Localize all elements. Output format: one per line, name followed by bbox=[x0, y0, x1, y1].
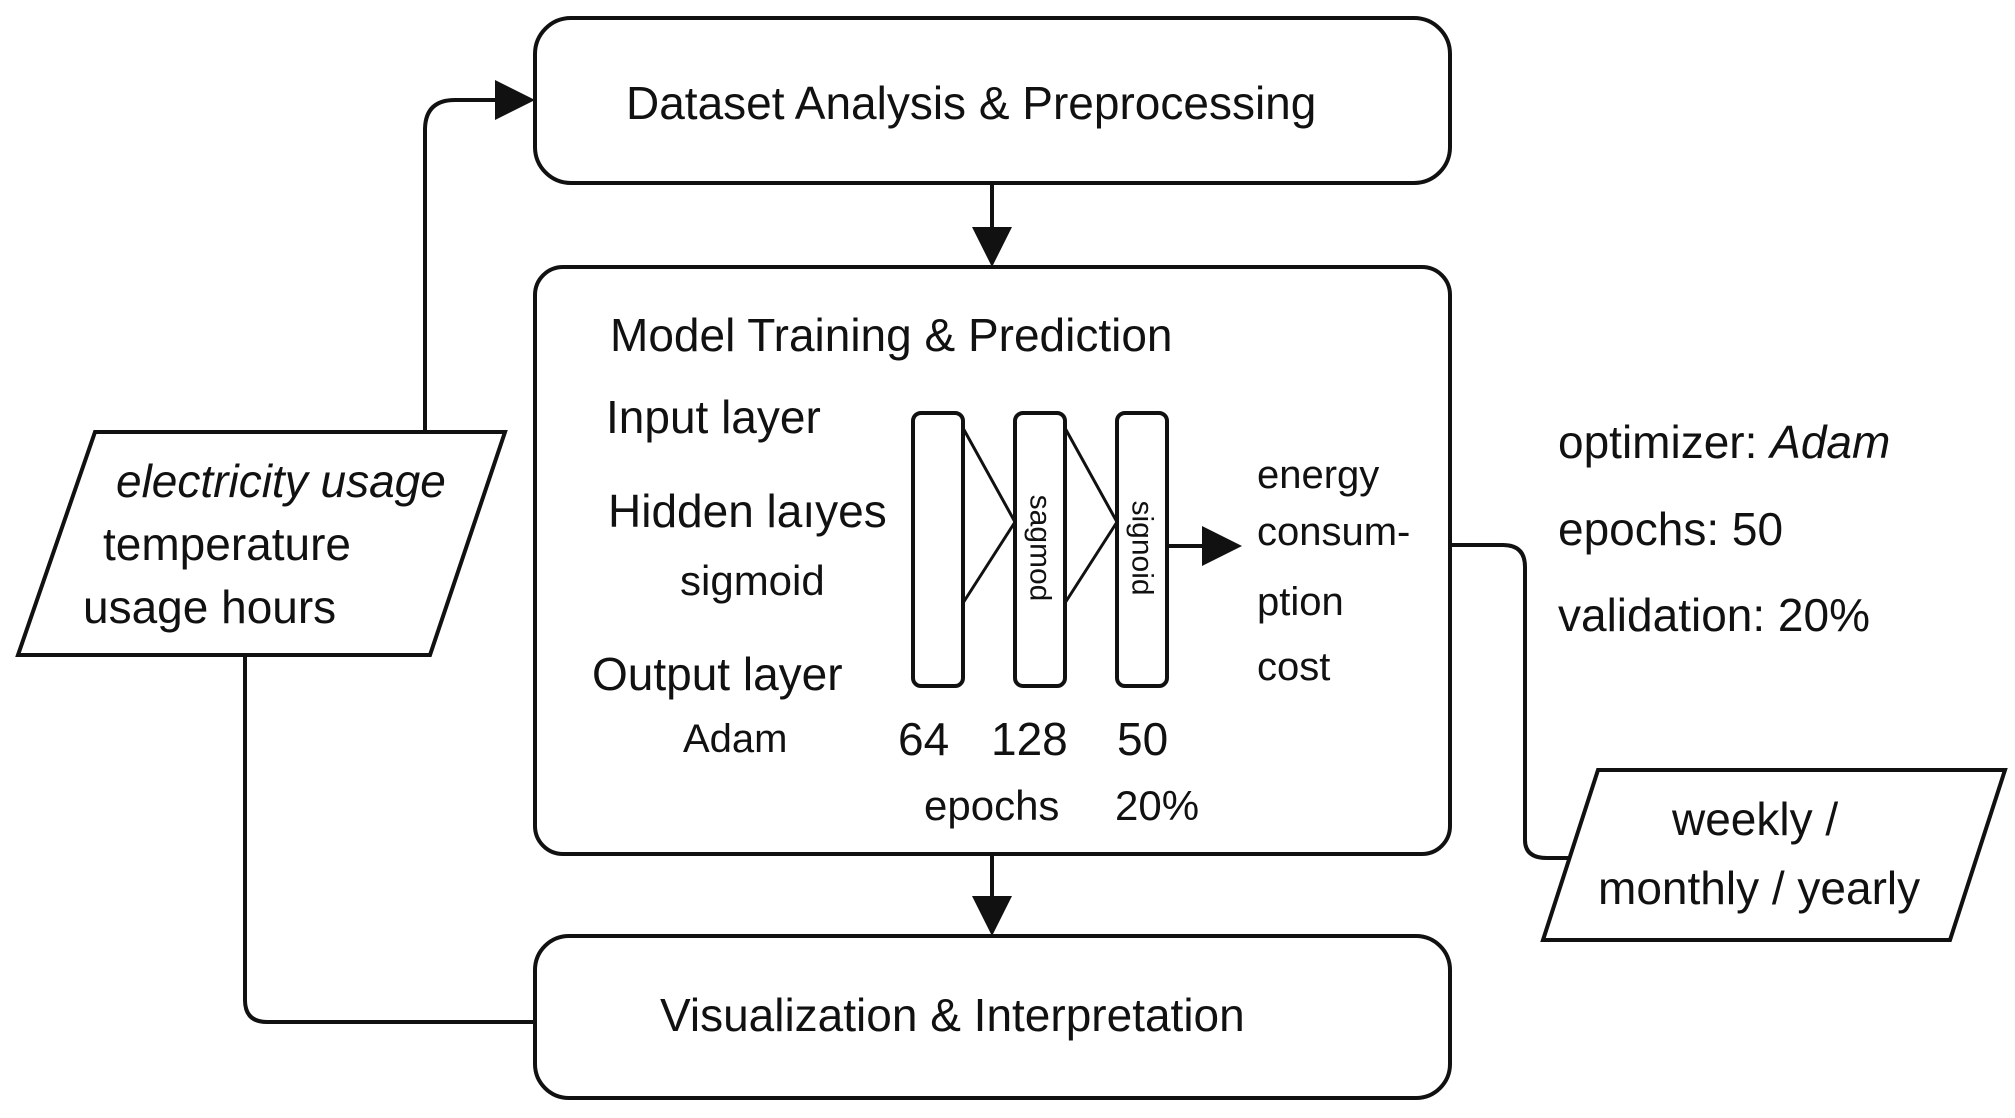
arrow-input-to-preprocess bbox=[423, 80, 535, 432]
connector-input-to-visualize bbox=[243, 655, 535, 1024]
optimizer-label: Adam bbox=[683, 717, 788, 761]
output-layer-label: Output layer bbox=[592, 648, 843, 700]
input-data-line-2: temperature bbox=[103, 518, 352, 570]
output-line-2: consum- bbox=[1257, 510, 1411, 554]
layer2-activation-label: signoid bbox=[1126, 500, 1159, 595]
layer-block-3 bbox=[1115, 411, 1169, 688]
layer-connection-1 bbox=[961, 427, 1017, 604]
validation-label: 20% bbox=[1115, 782, 1200, 829]
layer-size-2: 128 bbox=[991, 713, 1068, 765]
param-optimizer-key: optimizer: bbox=[1558, 416, 1758, 468]
hidden-layers-label: Hidden laıyes bbox=[608, 485, 887, 537]
layer-block-1 bbox=[911, 411, 965, 688]
input-data-line-1: electricity usage bbox=[116, 455, 446, 507]
model-box bbox=[533, 265, 1452, 856]
param-epochs: epochs: 50 bbox=[1558, 503, 1784, 555]
output-data-line-1: weekly / bbox=[1672, 793, 1839, 845]
hidden-activation-label: sigmoid bbox=[680, 557, 825, 604]
layer-connection-2 bbox=[1063, 427, 1119, 604]
layer-block-2 bbox=[1013, 411, 1067, 688]
model-title: Model Training & Prediction bbox=[610, 309, 1173, 361]
input-data-shape bbox=[15, 430, 508, 657]
output-line-3: ption bbox=[1257, 580, 1344, 624]
preprocess-box bbox=[533, 16, 1452, 185]
output-data-line-2: monthly / yearly bbox=[1598, 862, 1921, 914]
layer-size-3: 50 bbox=[1117, 713, 1169, 765]
epochs-label: epochs bbox=[924, 782, 1060, 829]
connector-model-to-output bbox=[1450, 543, 1570, 860]
param-optimizer: optimizer: Adam bbox=[1558, 419, 1890, 465]
param-optimizer-value: Adam bbox=[1770, 416, 1891, 468]
output-line-4: cost bbox=[1257, 645, 1331, 689]
output-line-1: energy bbox=[1257, 453, 1380, 497]
output-data-shape bbox=[1540, 768, 2008, 942]
visualize-title: Visualization & Interpretation bbox=[660, 989, 1245, 1041]
layer1-activation-label: sagmod bbox=[1024, 495, 1057, 602]
preprocess-title: Dataset Analysis & Preprocessing bbox=[626, 77, 1317, 129]
input-data-line-3: usage hours bbox=[83, 581, 337, 633]
input-layer-label: Input layer bbox=[606, 391, 821, 443]
visualize-box bbox=[533, 934, 1452, 1100]
layer-size-1: 64 bbox=[898, 713, 950, 765]
param-validation: validation: 20% bbox=[1558, 589, 1870, 641]
